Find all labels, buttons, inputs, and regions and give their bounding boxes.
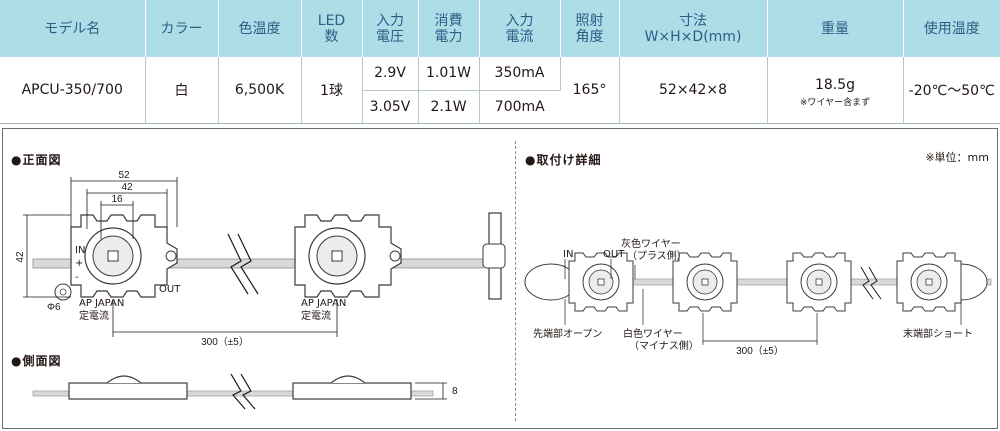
front-brand-label-2: AP JAPAN — [301, 298, 346, 309]
front-out-label: OUT — [159, 284, 181, 295]
side-break-mark — [230, 373, 246, 410]
header-weight: 重量 — [767, 0, 904, 57]
front-module-2 — [294, 214, 402, 298]
weight-value: 18.5g — [814, 77, 856, 94]
short-end-label: 末端部ショート — [903, 327, 973, 340]
table-header-row: モデル名 カラー 色温度 LED 数 入力 電圧 消費 電力 入力 電流 照射 … — [0, 0, 1000, 57]
header-operating-temp: 使用温度 — [903, 0, 1000, 57]
dim-width-label: 52 — [118, 170, 130, 181]
break-mark — [237, 233, 259, 295]
cell-color-temp: 6,500K — [218, 57, 302, 124]
mount-module-3 — [786, 252, 852, 312]
dim-phi-label: Φ6 — [47, 302, 61, 313]
technical-drawing: 52 42 16 42 Φ6 300（±5） IN + - OUT AP JAP… — [15, 170, 992, 410]
mount-module-1 — [568, 252, 634, 312]
header-color: カラー — [145, 0, 219, 57]
dim-height-label: 42 — [15, 251, 26, 263]
weight-note: ※ワイヤー含まず — [799, 98, 871, 109]
header-current-line2: 電流 — [505, 28, 534, 45]
header-power: 消費 電力 — [418, 0, 480, 57]
side-depth-label: 8 — [452, 386, 458, 397]
drawing-panel: ●正面図 ●側面図 ●取付け詳細 ※単位：mm — [2, 128, 998, 429]
cell-voltage-700: 3.05V — [362, 90, 419, 124]
front-in-label: IN — [75, 245, 85, 256]
white-wire-sub-label: （マイナス側） — [629, 339, 699, 352]
header-dim-line2: W×H×D(mm) — [644, 28, 742, 45]
front-view: 52 42 16 42 Φ6 300（±5） IN + - OUT AP JAP… — [15, 170, 506, 348]
front-brand-label: AP JAPAN — [79, 298, 124, 309]
header-model: モデル名 — [0, 0, 146, 57]
panel-divider — [515, 141, 516, 421]
front-plus-label: + — [75, 258, 83, 269]
unit-note: ※単位：mm — [925, 151, 989, 164]
header-beam-angle: 照射 角度 — [560, 0, 620, 57]
cell-current-350: 350mA — [479, 57, 561, 91]
header-angle-line2: 角度 — [575, 28, 604, 45]
cell-dimensions: 52×42×8 — [619, 57, 768, 124]
white-wire-label: 白色ワイヤー — [623, 327, 683, 340]
side-view: 8 — [32, 373, 458, 410]
table-row: APCU-350/700 白 6,500K 1球 2.9V 1.01W 350m… — [0, 57, 1000, 124]
front-minus-label: - — [75, 272, 79, 283]
cell-current-700: 700mA — [479, 90, 560, 124]
mount-view: IN OUT 灰色ワイヤー （プラス側） 先端部オープン 白色ワイヤー （マイナ… — [524, 237, 992, 357]
gray-wire-label: 灰色ワイヤー — [621, 237, 681, 250]
cell-model: APCU-350/700 — [0, 57, 146, 124]
cell-operating-temp: -20℃～50℃ — [903, 57, 1000, 124]
mount-in-label: IN — [563, 249, 573, 260]
header-color-temp: 色温度 — [218, 0, 302, 57]
header-led-line2: 数 — [324, 28, 339, 45]
mount-hole-inner-icon — [59, 288, 67, 296]
mount-title: ●取付け詳細 — [525, 153, 602, 167]
cell-voltage-350: 2.9V — [362, 57, 419, 91]
break-mark — [227, 233, 249, 295]
header-power-line2: 電力 — [434, 28, 463, 45]
header-current-line1: 入力 — [505, 12, 534, 29]
header-input-current: 入力 電流 — [479, 0, 561, 57]
header-voltage-line2: 電圧 — [376, 28, 404, 45]
header-input-voltage: 入力 電圧 — [362, 0, 419, 57]
dim-pitch-label: 300（±5） — [201, 336, 249, 348]
side-module-1 — [68, 382, 188, 400]
front-end-lens — [482, 243, 506, 269]
front-view-title: ●正面図 — [11, 153, 62, 167]
side-lens-1 — [106, 375, 142, 384]
header-dim-line1: 寸法 — [679, 12, 707, 29]
side-module-2 — [292, 382, 412, 400]
side-break-mark — [240, 373, 256, 410]
cell-weight: 18.5g ※ワイヤー含まず — [767, 57, 904, 124]
mount-break-mark — [868, 266, 882, 300]
table-row: 3.05V 2.1W 700mA — [0, 90, 1000, 124]
header-voltage-line1: 入力 — [376, 12, 404, 29]
dim-hole-label: 16 — [111, 194, 123, 205]
side-view-title: ●側面図 — [11, 354, 62, 368]
side-lens-2 — [330, 375, 366, 384]
mount-pitch-label: 300（±5） — [736, 345, 784, 357]
open-end-label: 先端部オープン — [533, 327, 602, 340]
front-cc-label-2: 定電流 — [301, 309, 331, 322]
dim-inner-label: 42 — [121, 182, 133, 193]
cell-power-700: 2.1W — [418, 90, 480, 124]
cell-beam-angle: 165° — [560, 57, 620, 124]
header-angle-line1: 照射 — [575, 12, 604, 29]
mount-break-mark — [860, 266, 874, 300]
header-led-line1: LED — [317, 12, 346, 29]
header-dimensions: 寸法 W×H×D(mm) — [619, 0, 768, 57]
mount-module-4 — [896, 252, 962, 312]
header-led-count: LED 数 — [301, 0, 363, 57]
cell-color: 白 — [145, 57, 219, 124]
cell-led-count: 1球 — [301, 57, 363, 124]
mount-out-label: OUT — [603, 249, 625, 260]
side-wire — [32, 390, 434, 397]
spec-table: モデル名 カラー 色温度 LED 数 入力 電圧 消費 電力 入力 電流 照射 … — [0, 0, 1000, 124]
gray-wire-sub-label: （プラス側） — [627, 249, 687, 262]
front-cc-label: 定電流 — [79, 309, 109, 322]
cell-power-350: 1.01W — [418, 57, 480, 91]
header-power-line1: 消費 — [434, 12, 463, 29]
